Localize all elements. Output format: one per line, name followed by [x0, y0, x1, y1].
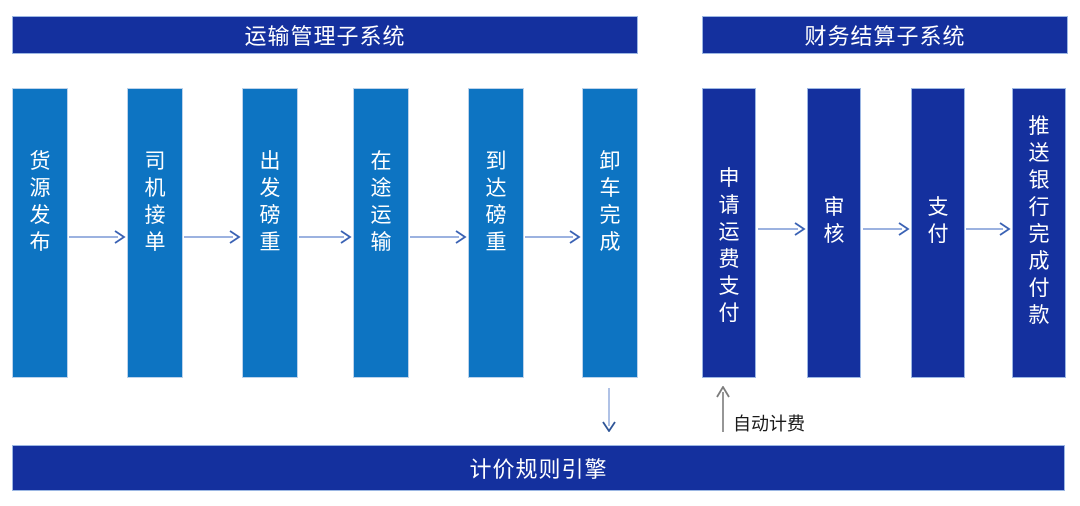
arrow-right-icon	[299, 230, 352, 244]
step-cargo-publish: 货 源 发 布	[12, 88, 68, 378]
step-in-transit: 在 途 运 输	[353, 88, 409, 378]
pricing-engine-bar: 计价规则引擎	[12, 445, 1065, 491]
step-unload-complete: 卸 车 完 成	[582, 88, 638, 378]
step-pay: 支 付	[911, 88, 965, 378]
arrow-right-icon	[758, 222, 806, 236]
step-arrival-weigh: 到 达 磅 重	[468, 88, 524, 378]
transport-subsystem-title: 运输管理子系统	[244, 24, 406, 49]
step-push-bank-complete-label: 推 送 银 行 完 成 付 款	[1028, 115, 1050, 327]
transport-subsystem-header: 运输管理子系统	[12, 16, 638, 54]
arrow-right-icon	[966, 222, 1011, 236]
arrow-up-icon	[716, 386, 730, 432]
step-unload-complete-label: 卸 车 完 成	[599, 150, 621, 254]
finance-subsystem-title: 财务结算子系统	[804, 24, 966, 49]
arrow-right-icon	[410, 230, 467, 244]
step-review-label: 审 核	[823, 196, 845, 246]
step-departure-weigh-label: 出 发 磅 重	[259, 150, 281, 254]
auto-billing-label: 自动计费	[733, 414, 805, 434]
pricing-engine-label: 计价规则引擎	[469, 457, 608, 482]
step-driver-accept: 司 机 接 单	[127, 88, 183, 378]
arrow-right-icon	[69, 230, 126, 244]
step-driver-accept-label: 司 机 接 单	[144, 150, 166, 254]
step-apply-freight-payment: 申 请 运 费 支 付	[702, 88, 756, 378]
arrow-right-icon	[184, 230, 241, 244]
step-pay-label: 支 付	[927, 196, 949, 246]
step-cargo-publish-label: 货 源 发 布	[29, 150, 51, 254]
step-push-bank-complete: 推 送 银 行 完 成 付 款	[1012, 88, 1066, 378]
step-departure-weigh: 出 发 磅 重	[242, 88, 298, 378]
finance-subsystem-header: 财务结算子系统	[702, 16, 1068, 54]
arrow-right-icon	[863, 222, 910, 236]
step-review: 审 核	[807, 88, 861, 378]
step-apply-freight-payment-label: 申 请 运 费 支 付	[718, 167, 740, 325]
arrow-down-icon	[602, 388, 616, 432]
arrow-right-icon	[525, 230, 581, 244]
step-in-transit-label: 在 途 运 输	[370, 150, 392, 254]
step-arrival-weigh-label: 到 达 磅 重	[485, 150, 507, 254]
